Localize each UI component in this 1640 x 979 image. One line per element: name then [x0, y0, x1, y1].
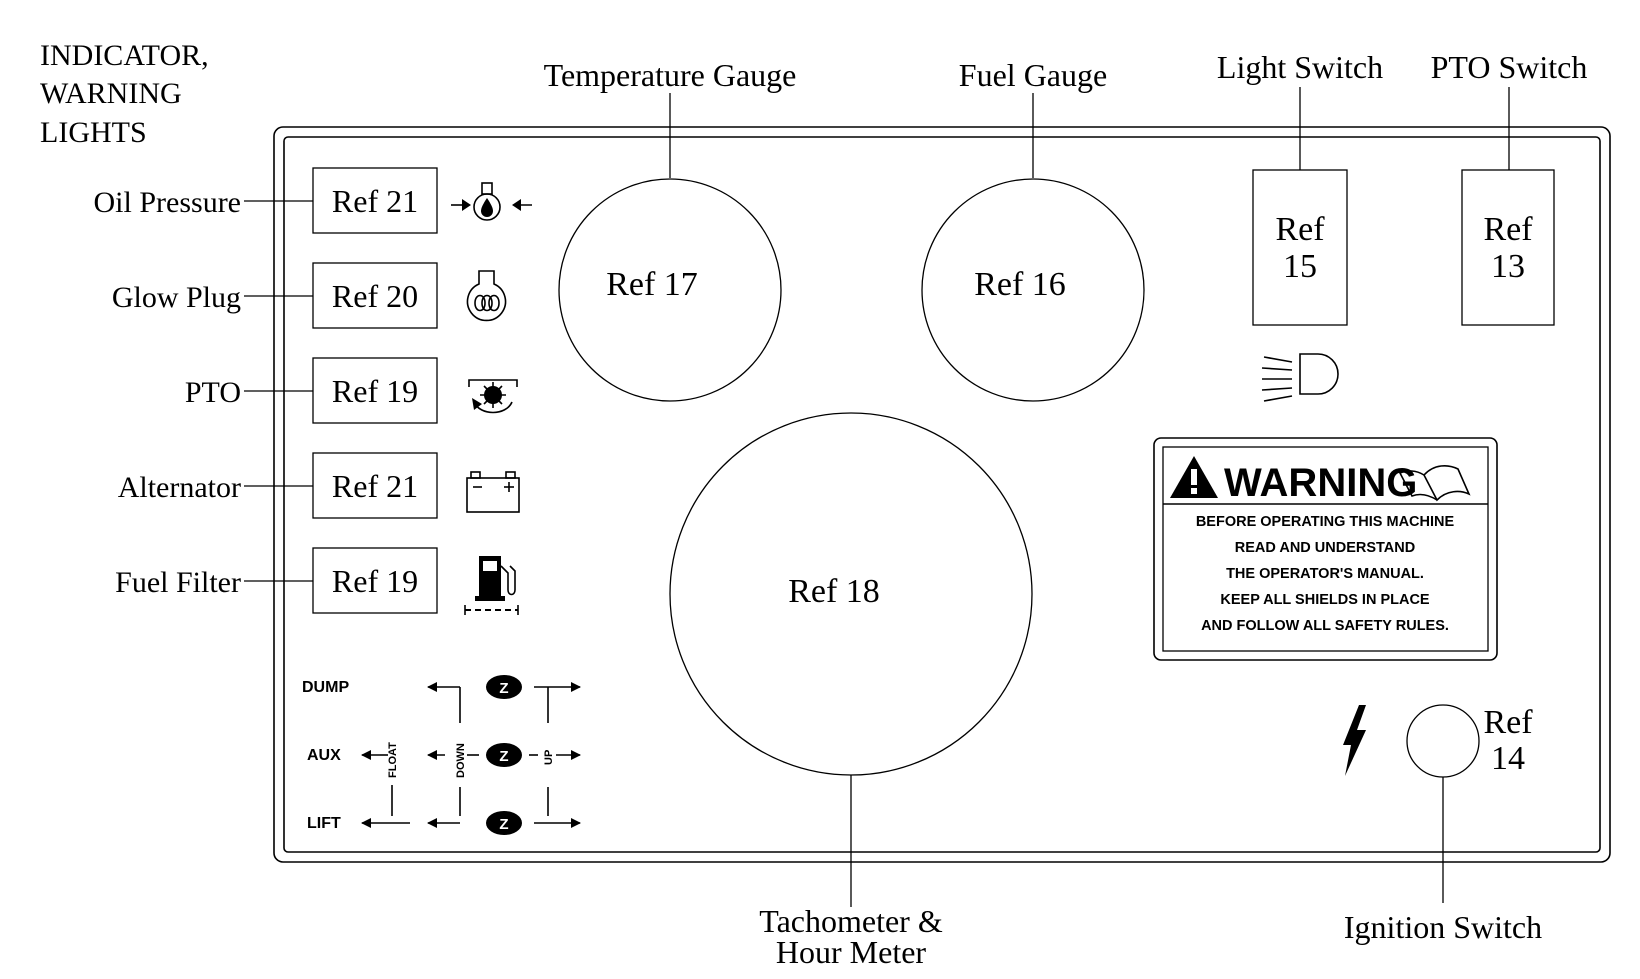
warning-title: WARNING — [1224, 461, 1417, 505]
indicator-ref: Ref 21 — [332, 183, 418, 219]
indicator-label: PTO — [185, 376, 241, 409]
warning-decal-inner — [1162, 446, 1489, 652]
light-switch-ref-line-1: Ref — [1275, 211, 1325, 248]
down-label: DOWN — [455, 743, 467, 778]
manual-book-icon — [1398, 465, 1471, 502]
panel-outer-border — [273, 126, 1611, 863]
fuel-gauge-label: Fuel Gauge — [959, 57, 1107, 93]
warning-line: AND FOLLOW ALL SAFETY RULES. — [1201, 618, 1449, 634]
fuel-gauge-ref: Ref 16 — [974, 266, 1066, 303]
detent-marker — [486, 743, 522, 767]
fuel-gauge: Fuel Gauge Ref 16 — [921, 57, 1145, 402]
glow-plug-icon — [466, 270, 507, 322]
up-label: UP — [543, 750, 555, 765]
ignition-switch-ref-line-2: 14 — [1491, 740, 1525, 777]
ignition-switch-ref-line-1: Ref — [1483, 704, 1533, 741]
light-switch: Light Switch Ref 15 — [1217, 49, 1383, 326]
float-label: FLOAT — [387, 742, 399, 778]
temperature-gauge-dial — [558, 178, 782, 402]
ignition-switch-label: Ignition Switch — [1344, 909, 1542, 945]
detent-label: Z — [499, 680, 508, 697]
fuel-filter-icon — [464, 556, 519, 615]
temperature-gauge-label: Temperature Gauge — [544, 57, 797, 93]
light-switch-ref-box — [1252, 169, 1348, 326]
heading-line-1: INDICATOR, — [40, 39, 209, 72]
indicator-pto: PTO Ref 19 — [185, 357, 438, 424]
pto-switch-label: PTO Switch — [1431, 49, 1588, 85]
panel-inner-border — [283, 136, 1601, 853]
light-switch-ref-line-2: 15 — [1283, 248, 1317, 285]
indicator-fuel-filter: Fuel Filter Ref 19 — [115, 547, 438, 614]
indicator-ref: Ref 21 — [332, 468, 418, 504]
indicator-label: Oil Pressure — [94, 186, 241, 219]
tachometer-ref: Ref 18 — [788, 573, 880, 610]
ignition-switch: Ref 14 Ignition Switch — [1343, 704, 1542, 945]
indicator-heading: INDICATOR, WARNING LIGHTS — [40, 39, 209, 149]
warning-line: READ AND UNDERSTAND — [1235, 540, 1415, 556]
tachometer: Ref 18 Tachometer & Hour Meter — [669, 412, 1033, 970]
indicator-ref-box — [312, 452, 438, 519]
detent-label: Z — [499, 816, 508, 833]
pto-switch-ref-box — [1461, 169, 1555, 326]
heading-line-3: LIGHTS — [40, 116, 147, 149]
indicator-ref-box — [312, 547, 438, 614]
warning-line: BEFORE OPERATING THIS MACHINE — [1196, 514, 1455, 530]
hydraulic-row-label-dump: DUMP — [302, 679, 349, 696]
indicator-ref-box — [312, 262, 438, 329]
light-switch-label: Light Switch — [1217, 49, 1383, 85]
tachometer-label-line-1: Tachometer & — [759, 903, 943, 939]
indicator-ref-box — [312, 357, 438, 424]
hydraulic-row-label-lift: LIFT — [307, 815, 341, 832]
heading-line-2: WARNING — [40, 77, 182, 110]
headlight-icon — [1261, 353, 1339, 402]
detent-marker — [486, 675, 522, 699]
detent-marker — [486, 811, 522, 835]
ignition-switch-keyhole — [1406, 704, 1480, 778]
oil-pressure-icon — [451, 182, 532, 221]
indicator-ref-box — [312, 167, 438, 234]
detent-label: Z — [499, 748, 508, 765]
indicator-oil-pressure: Oil Pressure Ref 21 — [94, 167, 438, 234]
pto-switch-ref-line-1: Ref — [1483, 211, 1533, 248]
indicator-label: Glow Plug — [112, 281, 241, 314]
pto-switch-ref-line-2: 13 — [1491, 248, 1525, 285]
battery-icon — [466, 471, 520, 513]
lightning-bolt-icon — [1343, 705, 1366, 776]
indicator-glow-plug: Glow Plug Ref 20 — [112, 262, 438, 329]
indicator-label: Fuel Filter — [115, 566, 241, 599]
hydraulic-control-diagram: DUMP AUX LIFT Z FLOAT DOWN Z UP Z — [302, 675, 581, 835]
indicator-ref: Ref 20 — [332, 278, 418, 314]
temperature-gauge-ref: Ref 17 — [606, 266, 698, 303]
warning-decal-outer — [1153, 437, 1498, 661]
hydraulic-row-label-aux: AUX — [307, 747, 341, 764]
indicator-label: Alternator — [118, 471, 241, 504]
indicator-ref: Ref 19 — [332, 373, 418, 409]
pto-switch: PTO Switch Ref 13 — [1431, 49, 1588, 326]
warning-decal: WARNING BEFORE OPERATING THIS MACHINE RE… — [1153, 437, 1498, 661]
fuel-gauge-dial — [921, 178, 1145, 402]
indicator-ref: Ref 19 — [332, 563, 418, 599]
warning-line: KEEP ALL SHIELDS IN PLACE — [1220, 592, 1430, 608]
pto-icon — [468, 379, 518, 414]
warning-line: THE OPERATOR'S MANUAL. — [1226, 566, 1424, 582]
temperature-gauge: Temperature Gauge Ref 17 — [544, 57, 797, 402]
tachometer-label-line-2: Hour Meter — [776, 934, 927, 970]
indicator-alternator: Alternator Ref 21 — [118, 452, 438, 519]
